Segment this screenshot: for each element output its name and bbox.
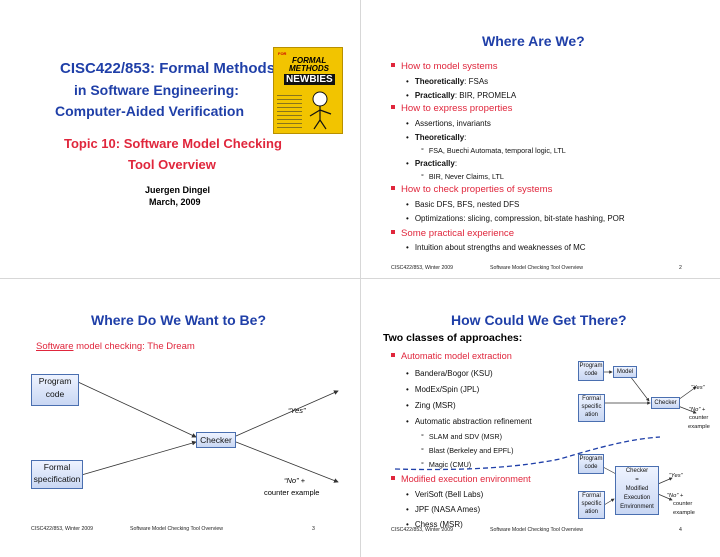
model-box: Model — [613, 366, 637, 378]
topic-line-1: Topic 10: Software Model Checking — [64, 136, 282, 151]
no-label: “No” + — [284, 476, 306, 485]
example-label-2: example — [673, 510, 695, 516]
sub-bullet: •Zing (MSR) — [406, 401, 456, 410]
sub-bullet: •Automatic abstraction refinement — [406, 417, 532, 426]
program-code-box: Program code — [578, 361, 604, 381]
checker-box: Checker — [196, 432, 236, 448]
title-line-2: in Software Engineering: — [74, 82, 239, 98]
cartoon-figure-icon — [309, 91, 332, 130]
footer-page: 2 — [679, 265, 682, 271]
footer-page: 3 — [312, 526, 315, 532]
book-cover-text-1: FORMAL — [292, 56, 327, 65]
slide-title: How Could We Get There? — [451, 312, 627, 328]
vertical-divider — [360, 0, 361, 557]
footer-left: CISC422/853, Winter 2009 — [31, 526, 93, 532]
formal-specification-box: Formal specific ation — [578, 394, 605, 422]
approaches-diagram-arrows — [394, 370, 697, 506]
sub-bullet: •Optimizations: slicing, compression, bi… — [406, 214, 625, 223]
counter-label-2: counter — [673, 501, 693, 507]
slide-2: Where Are We? How to model systems •Theo… — [360, 0, 720, 278]
formal-specification-box: Formal specification — [31, 460, 83, 489]
sub-bullet: •Basic DFS, BFS, nested DFS — [406, 200, 520, 209]
slide-title: Where Do We Want to Be? — [91, 312, 266, 328]
book-cover-blurb — [277, 92, 302, 128]
footer-left: CISC422/853, Winter 2009 — [391, 527, 453, 533]
counter-label: counter — [689, 415, 709, 421]
slide-title: Where Are We? — [482, 33, 585, 49]
formal-specification-box-2: Formal specific ation — [578, 491, 605, 519]
footer-page: 4 — [679, 527, 682, 533]
sub-sub-bullet: °Magic (CMU) — [421, 460, 472, 469]
book-cover-top-text: FOR — [278, 51, 287, 56]
title-line-3: Computer-Aided Verification — [55, 103, 245, 119]
program-code-box: Program code — [31, 374, 79, 406]
title-line-1: CISC422/853: Formal Methods — [60, 60, 276, 77]
yes-label: “Yes” — [288, 406, 306, 415]
sub-bullet: •ModEx/Spin (JPL) — [406, 385, 480, 394]
counter-example-label: counter example — [264, 488, 320, 497]
bullet-model-extraction: Automatic model extraction — [391, 351, 512, 361]
slide-1: CISC422/853: Formal Methods in Software … — [0, 0, 360, 278]
book-cover-image: FOR FORMAL METHODS NEWBIES — [273, 47, 343, 134]
sub-sub-bullet: °FSA, Buechi Automata, temporal logic, L… — [421, 146, 566, 155]
sub-bullet: •VeriSoft (Bell Labs) — [406, 490, 484, 499]
checker-execution-environment-box: Checker = Modified Execution Environment — [615, 466, 659, 515]
sub-bullet: •Theoretically: FSAs — [406, 77, 489, 86]
slide-heading: Two classes of approaches: — [383, 332, 523, 344]
sub-bullet: •Practically: BIR, PROMELA — [406, 91, 517, 100]
footer-title: Software Model Checking Tool Overview — [490, 265, 584, 271]
example-label: example — [688, 424, 710, 430]
slide-subtitle: Software model checking: The Dream — [36, 341, 195, 352]
no-label: “No” + — [689, 407, 706, 413]
sub-sub-bullet: °BIR, Never Claims, LTL — [421, 172, 504, 181]
dream-diagram-arrows — [77, 381, 339, 483]
no-label-2: “No” + — [667, 493, 684, 499]
checker-box: Checker — [651, 397, 680, 409]
bullet-model-systems: How to model systems — [391, 61, 498, 72]
sub-sub-bullet: °Blast (Berkeley and EPFL) — [421, 446, 514, 455]
sub-bullet: •JPF (NASA Ames) — [406, 505, 481, 514]
bullet-express-properties: How to express properties — [391, 103, 512, 114]
slide-3: Where Do We Want to Be? Software model c… — [0, 279, 360, 557]
program-code-box-2: Program code — [578, 454, 604, 474]
author: Juergen Dingel — [145, 185, 211, 195]
sub-bullet: •Practically: — [406, 159, 458, 168]
sub-bullet: •Chess (MSR) — [406, 520, 463, 529]
book-cover-text-2: METHODS — [289, 64, 329, 73]
slide-4: How Could We Get There? Two classes of a… — [360, 279, 720, 557]
yes-label: “Yes” — [691, 385, 705, 391]
footer-title: Software Model Checking Tool Overview — [490, 527, 584, 533]
topic-line-2: Tool Overview — [128, 157, 216, 172]
sub-bullet: •Theoretically: — [406, 133, 467, 142]
sub-bullet: •Bandera/Bogor (KSU) — [406, 369, 493, 378]
book-cover-text-3: NEWBIES — [284, 74, 335, 85]
footer-title: Software Model Checking Tool Overview — [130, 526, 224, 532]
sub-bullet: •Assertions, invariants — [406, 119, 491, 128]
footer-left: CISC422/853, Winter 2009 — [391, 265, 453, 271]
sub-sub-bullet: °SLAM and SDV (MSR) — [421, 432, 502, 441]
yes-label-2: “Yes” — [669, 473, 683, 479]
bullet-modified-execution: Modified execution environment — [391, 474, 531, 484]
bullet-practical-experience: Some practical experience — [391, 228, 514, 239]
sub-bullet: •Intuition about strengths and weaknesse… — [406, 243, 586, 252]
bullet-check-properties: How to check properties of systems — [391, 184, 552, 195]
date: March, 2009 — [149, 197, 201, 207]
